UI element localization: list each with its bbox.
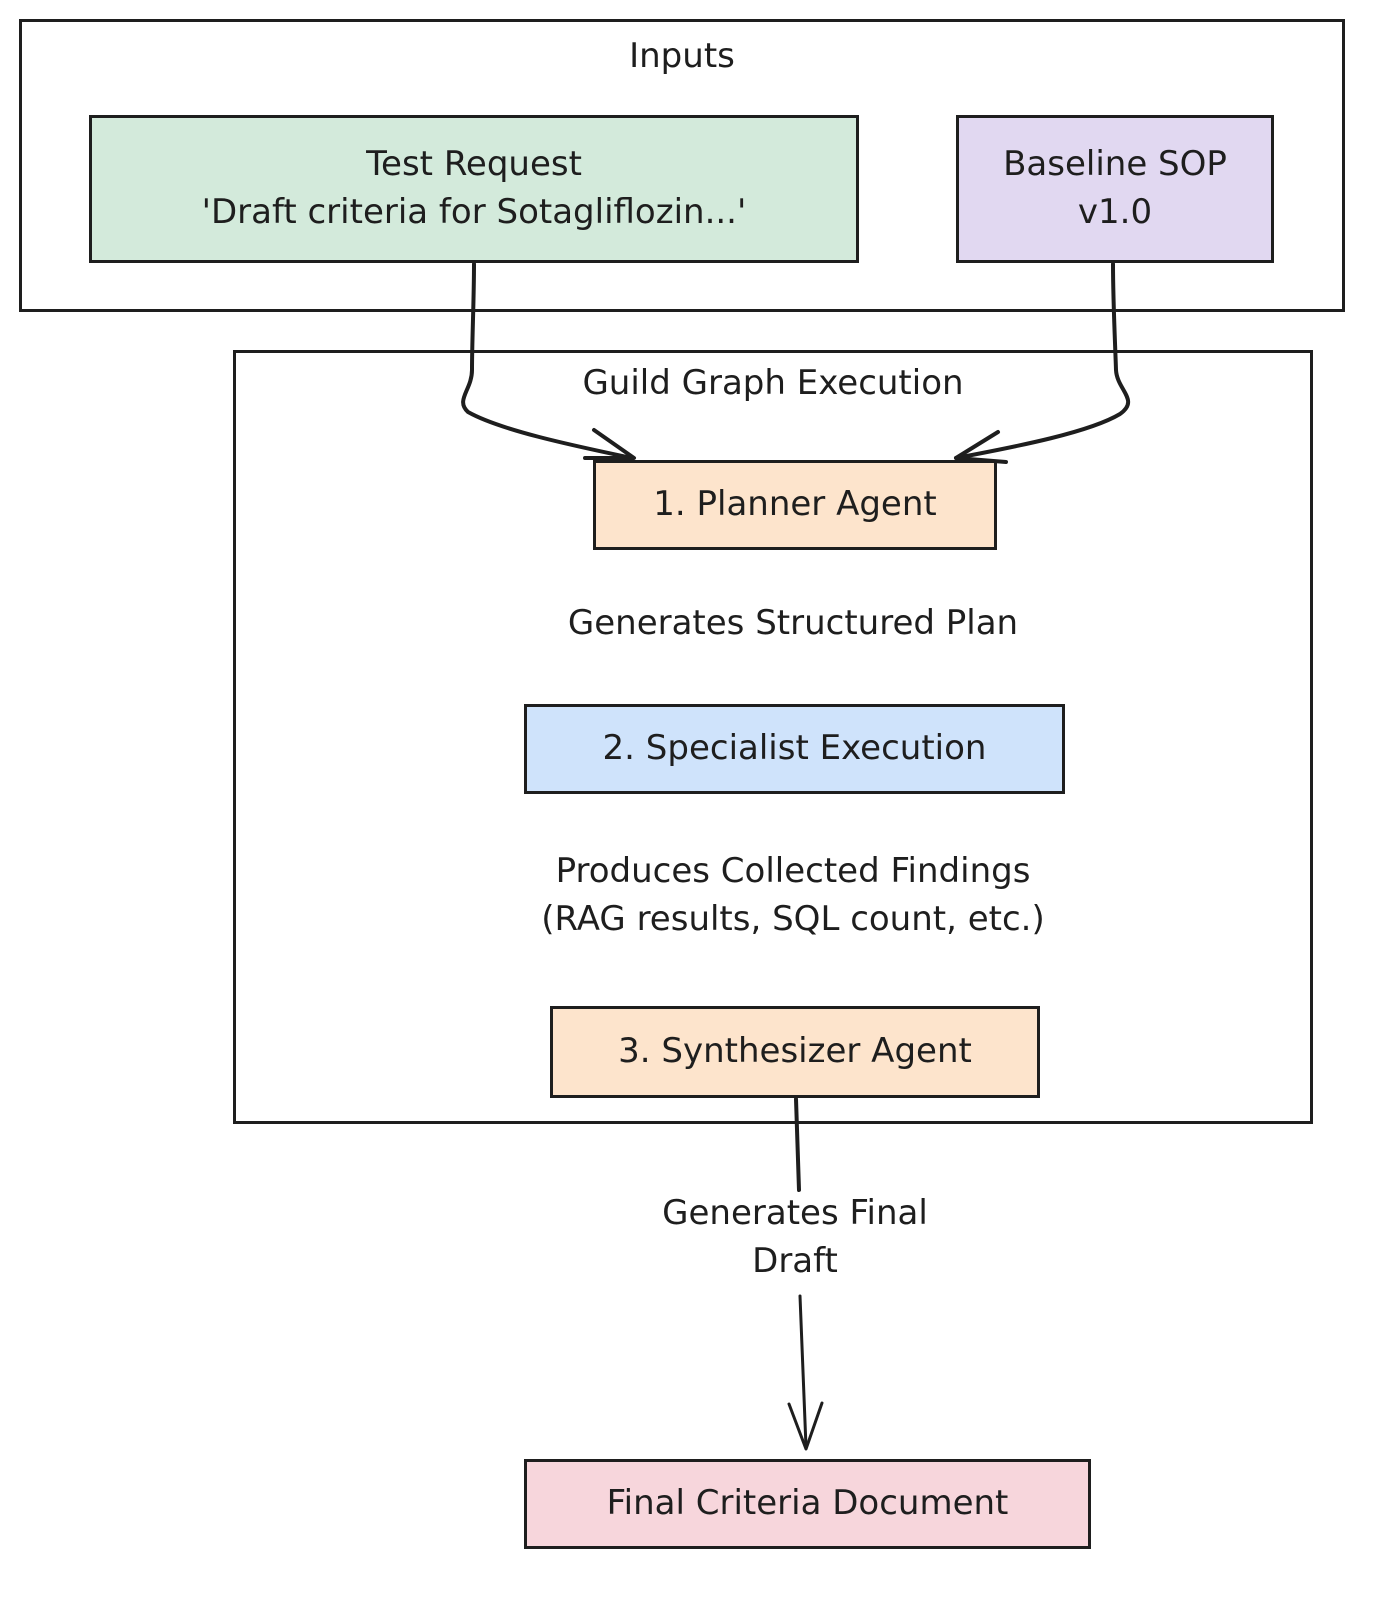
arrowhead-synthesizer-to-final (787, 1401, 824, 1451)
final-criteria-document-label: Final Criteria Document (606, 1483, 1009, 1524)
synthesizer-agent-node[interactable]: 3. Synthesizer Agent (550, 1006, 1040, 1098)
inputs-group: Inputs (19, 19, 1345, 312)
test-request-text: 'Draft criteria for Sotagliflozin...' (201, 192, 747, 232)
findings-note-line2: (RAG results, SQL count, etc.) (541, 898, 1045, 939)
execution-group: Guild Graph Execution (233, 350, 1313, 1124)
edge-synthesizer-to-final-lower (798, 1294, 808, 1449)
test-request-node[interactable]: Test Request 'Draft criteria for Sotagli… (89, 115, 859, 263)
specialist-execution-node[interactable]: 2. Specialist Execution (524, 704, 1065, 794)
final-edge-label: Generates Final Draft (600, 1190, 990, 1286)
execution-group-title: Guild Graph Execution (582, 363, 964, 403)
synthesizer-agent-label: 3. Synthesizer Agent (618, 1031, 972, 1072)
final-criteria-document-node[interactable]: Final Criteria Document (524, 1459, 1091, 1549)
test-request-title: Test Request (366, 144, 582, 185)
inputs-group-title: Inputs (629, 36, 735, 76)
baseline-sop-version: v1.0 (1077, 192, 1153, 232)
findings-note-line1: Produces Collected Findings (555, 851, 1031, 891)
findings-note: Produces Collected Findings (RAG results… (443, 848, 1143, 943)
planner-agent-node[interactable]: 1. Planner Agent (593, 460, 997, 550)
final-edge-label-line1: Generates Final (662, 1193, 928, 1233)
final-edge-label-line2: Draft (752, 1240, 838, 1281)
planner-agent-label: 1. Planner Agent (653, 484, 937, 525)
specialist-execution-label: 2. Specialist Execution (602, 728, 987, 769)
baseline-sop-node[interactable]: Baseline SOP v1.0 (956, 115, 1274, 263)
baseline-sop-title: Baseline SOP (1003, 144, 1227, 185)
plan-note: Generates Structured Plan (567, 603, 1019, 643)
